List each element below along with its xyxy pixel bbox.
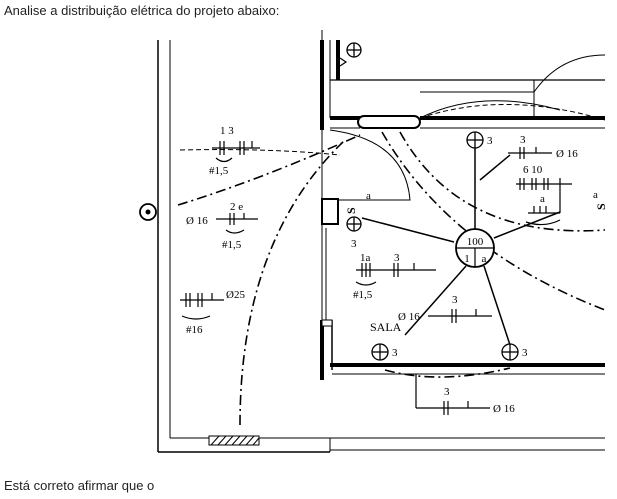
top-right-diameter: Ø 16 <box>556 148 578 160</box>
outlets <box>346 42 519 361</box>
switch-icon: S a <box>344 190 371 214</box>
left-mid-diameter: Ø 16 <box>186 215 208 227</box>
outlet-labels: 3 3 3 3 <box>351 135 528 359</box>
door-swings <box>329 54 606 201</box>
switch-label: a <box>366 190 371 202</box>
outlet-label: 3 <box>392 347 398 359</box>
question-outro: Está correto afirmar que o <box>4 478 155 493</box>
right-mid-circuits: 6 10 <box>523 164 543 176</box>
top-left-gauge: #1,5 <box>209 165 229 177</box>
left-lower-gauge: #16 <box>186 324 203 336</box>
room-name: SALA <box>370 320 402 334</box>
outlet-label: 3 <box>351 238 357 250</box>
panel-marker-icon <box>339 57 348 67</box>
outlet-label: 3 <box>487 135 493 147</box>
switch-icon: S a <box>593 189 608 210</box>
center-gauge: #1,5 <box>353 289 373 301</box>
left-mid-circuits: 2 e <box>230 201 243 213</box>
outlet-icon <box>466 131 484 149</box>
outlet-label: 3 <box>522 347 528 359</box>
question-intro: Analise a distribuição elétrica do proje… <box>4 3 280 18</box>
left-mid-gauge: #1,5 <box>222 239 242 251</box>
ceiling-light-point: 100 1 a <box>455 228 495 268</box>
ceiling-point-power: 100 <box>467 236 484 248</box>
left-lower-diameter: Ø25 <box>226 289 245 301</box>
top-right-circuits: 3 <box>520 134 526 146</box>
center-lower-circuits: 3 <box>452 294 458 306</box>
wire-tick-symbols <box>180 141 572 415</box>
conduit-annotations: 1 3 #1,5 3 Ø 16 6 10 a Ø 16 2 e #1,5 Ø25… <box>186 125 578 415</box>
ceiling-point-circuit: 1 <box>464 253 470 265</box>
bottom-circuits: 3 <box>444 386 450 398</box>
window-block <box>208 435 260 446</box>
wall-point-icon <box>139 203 157 221</box>
switch-label: a <box>593 189 598 201</box>
bottom-diameter: Ø 16 <box>493 403 515 415</box>
ceiling-point-switch-ref: a <box>482 253 487 265</box>
top-left-circuits: 1 3 <box>220 125 234 137</box>
conduit-runs <box>177 131 606 426</box>
center-circuits-b: 3 <box>394 252 400 264</box>
center-circuits-a: 1a <box>360 252 371 264</box>
conduit-runs-fine <box>179 104 606 156</box>
outlet-icon <box>501 343 519 361</box>
center-lower-diameter: Ø 16 <box>398 311 420 323</box>
outlet-icon <box>346 216 362 232</box>
wiring <box>361 140 561 346</box>
switch-group-circuits: a <box>540 193 545 205</box>
outlet-icon <box>346 42 362 58</box>
svg-text:S: S <box>344 207 358 214</box>
svg-text:S: S <box>594 203 608 210</box>
outlet-icon <box>371 343 389 361</box>
